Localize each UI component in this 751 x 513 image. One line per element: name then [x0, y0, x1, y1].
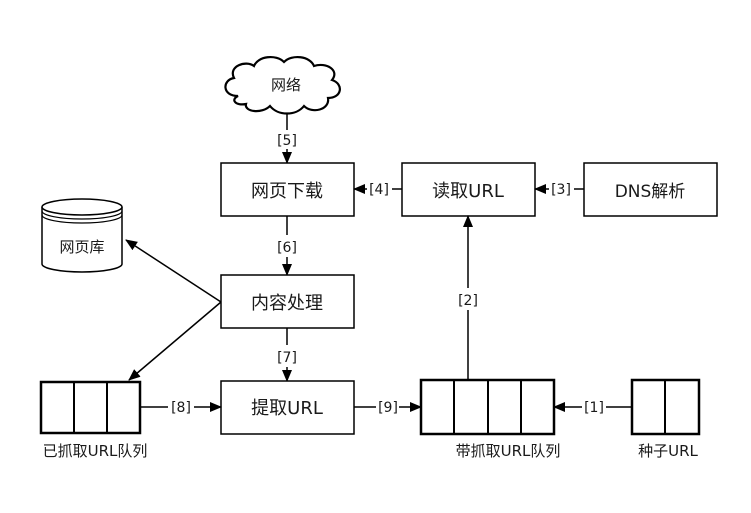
edge-content-to-db: [125, 239, 222, 303]
edge-6-label: [6]: [277, 240, 297, 256]
network-label: 网络: [271, 76, 301, 94]
content-box: [220, 274, 355, 329]
edge-7-label: [7]: [277, 350, 297, 366]
edge-1-label: [1]: [584, 400, 604, 416]
read-url-label: 读取URL: [432, 181, 504, 202]
read-url-box: [401, 162, 536, 217]
page-db-label: 网页库: [59, 238, 104, 256]
download-label: 网页下载: [251, 181, 323, 202]
seed-label: 种子URL: [638, 442, 698, 460]
seed-queue: 种子URL: [630, 378, 701, 460]
edge-content-to-crawled: [128, 301, 222, 381]
edge-8-label: [8]: [171, 400, 191, 416]
edge-9-label: [9]: [378, 400, 398, 416]
pending-queue: 带抓取URL队列: [419, 378, 561, 460]
edge-5-label: [5]: [277, 133, 297, 149]
pending-queue-label: 带抓取URL队列: [456, 442, 561, 460]
crawled-queue-label: 已抓取URL队列: [43, 442, 148, 460]
download-box: [220, 162, 355, 217]
crawled-queue: 已抓取URL队列: [39, 380, 148, 460]
content-label: 内容处理: [251, 293, 323, 314]
extract-label: 提取URL: [251, 398, 323, 419]
edge-3-label: [3]: [551, 182, 571, 198]
network-cloud: 网络: [224, 56, 341, 115]
edge-4-label: [4]: [369, 182, 389, 198]
edge-2-label: [2]: [458, 293, 478, 309]
page-db-cylinder: 网页库: [41, 198, 123, 273]
dns-label: DNS解析: [615, 182, 686, 202]
